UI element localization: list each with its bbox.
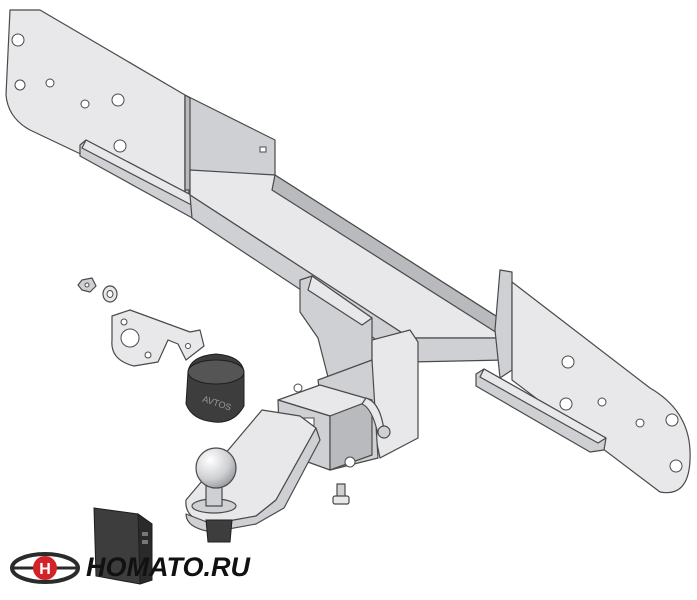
lock-pin — [361, 397, 391, 439]
homato-logo: H HOMATO.RU — [8, 548, 250, 592]
logo-text: HOMATO.RU — [86, 552, 250, 582]
svg-text:H: H — [39, 561, 51, 578]
nut-and-washer — [77, 277, 118, 303]
socket-bracket — [111, 309, 205, 367]
ball-cover: AVTOS — [185, 353, 245, 423]
tow-ball — [191, 447, 237, 543]
right-flange-strip — [475, 368, 607, 453]
left-mounting-plate — [5, 9, 276, 206]
bolt — [332, 483, 350, 505]
logo-emblem-icon: H — [10, 552, 80, 584]
right-mounting-plate — [494, 269, 691, 494]
square-cap — [93, 507, 153, 585]
